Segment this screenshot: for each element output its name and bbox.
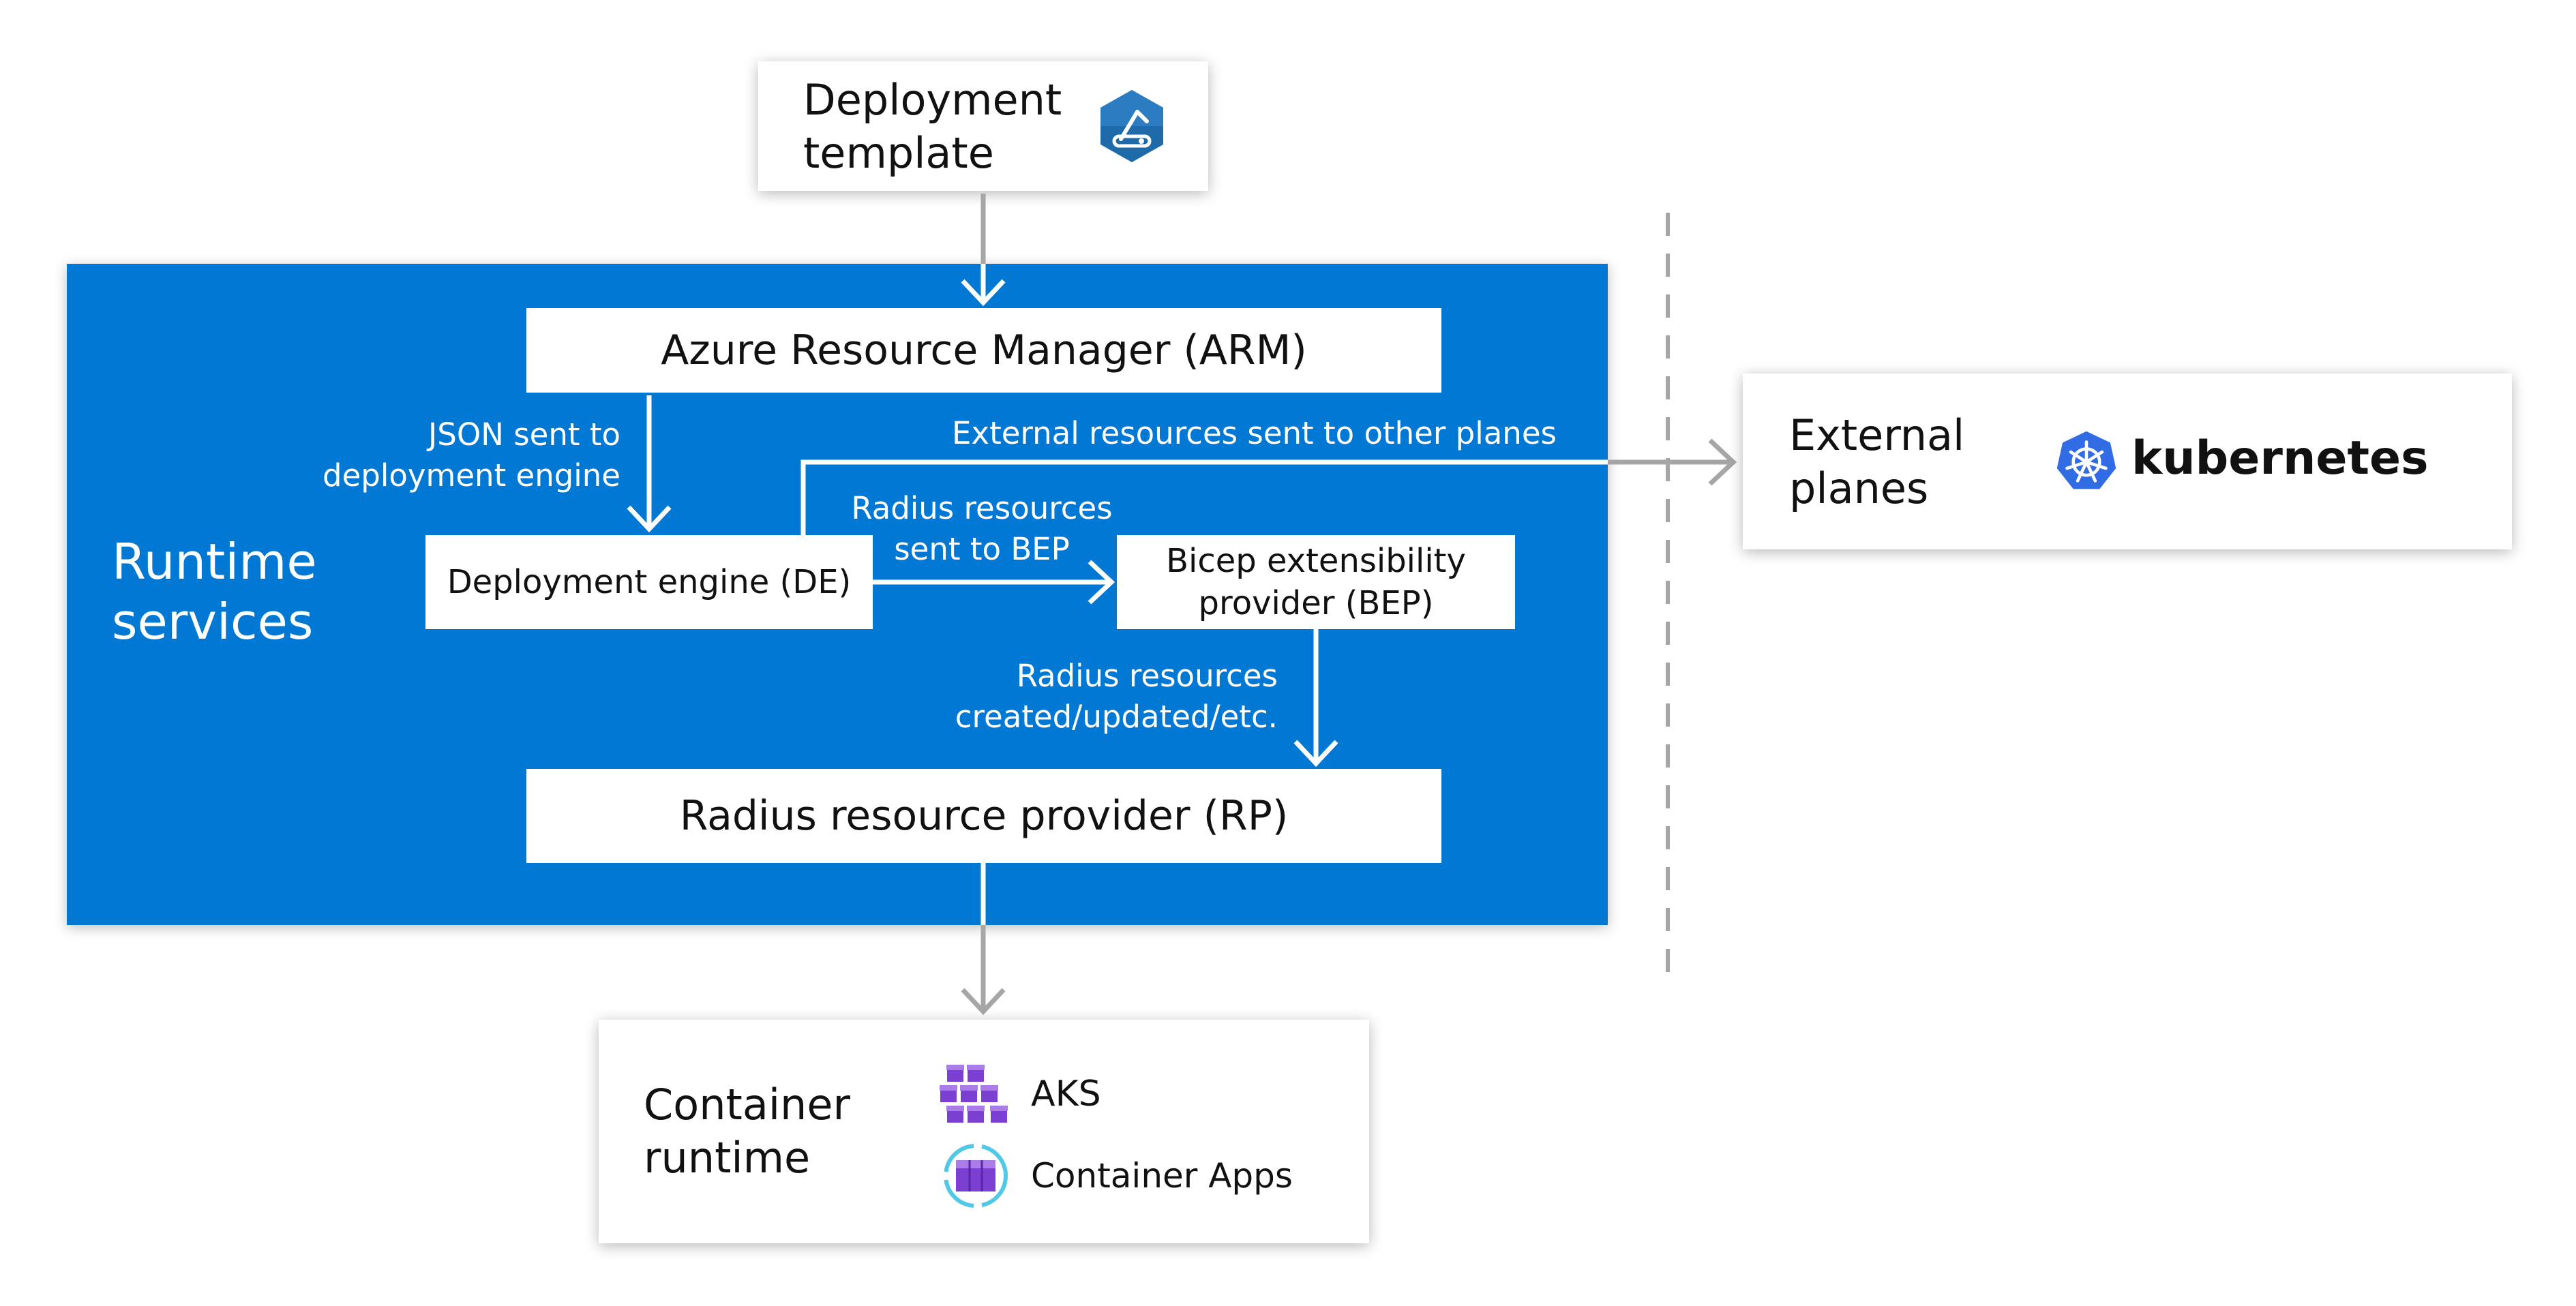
arm-box: Azure Resource Manager (ARM) — [526, 308, 1441, 393]
radius-created-edge-label: Radius resources created/updated/etc. — [955, 658, 1278, 735]
aks-icon — [940, 1064, 1008, 1124]
external-edge-label: External resources sent to other planes — [952, 415, 1557, 451]
container-runtime-card: Container runtime AKS — [599, 1020, 1369, 1243]
external-planes-card: External planes kubernetes — [1743, 374, 2512, 549]
bep-box: Bicep extensibility provider (BEP) — [1117, 535, 1515, 629]
external-planes-title: External planes — [1789, 410, 1965, 513]
container-apps-icon — [944, 1144, 1008, 1208]
arm-label: Azure Resource Manager (ARM) — [661, 326, 1307, 374]
deployment-template-card: Deployment template — [758, 61, 1208, 191]
deployment-engine-label: Deployment engine (DE) — [447, 563, 852, 601]
deployment-engine-box: Deployment engine (DE) — [425, 535, 873, 629]
container-apps-label: Container Apps — [1031, 1156, 1293, 1196]
aks-label: AKS — [1031, 1074, 1101, 1114]
kubernetes-wordmark: kubernetes — [2131, 431, 2429, 485]
rp-label: Radius resource provider (RP) — [679, 792, 1289, 840]
de-to-external-arrow — [800, 459, 1608, 535]
json-edge-label: JSON sent to deployment engine — [323, 416, 620, 493]
radius-bep-edge-label: Radius resources sent to BEP — [851, 490, 1113, 567]
deployment-template-icon — [1100, 90, 1163, 162]
bep-label-line1: Bicep extensibility — [1166, 542, 1466, 580]
kubernetes-icon — [2056, 431, 2116, 489]
deployment-template-title: Deployment template — [803, 75, 1062, 178]
container-runtime-title: Container runtime — [644, 1080, 850, 1183]
rp-box: Radius resource provider (RP) — [526, 769, 1441, 863]
runtime-services-title: Runtime services — [112, 533, 317, 650]
bep-label-line2: provider (BEP) — [1198, 584, 1434, 622]
